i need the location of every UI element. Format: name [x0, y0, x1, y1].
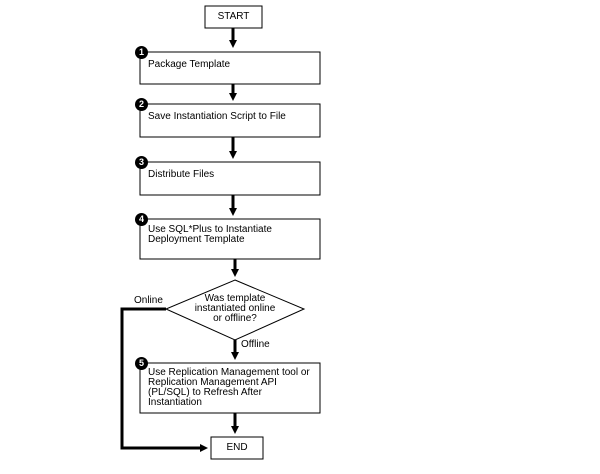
step-1-box — [139, 51, 321, 85]
step-4-label: Use SQL*Plus to Instantiate Deployment T… — [148, 224, 272, 245]
end-node — [210, 436, 264, 460]
step-3-label: Distribute Files — [148, 169, 215, 180]
step-4-number-badge: 4 — [135, 213, 148, 226]
step-1-label: Package Template — [148, 59, 231, 70]
offline-branch-label: Offline — [241, 339, 270, 350]
decision-line-3: or offline? — [213, 313, 257, 324]
step-2-label: Save Instantiation Script to File — [148, 111, 286, 122]
end-label: END — [226, 442, 248, 453]
decision-line-1: Was template — [204, 293, 266, 304]
connector-decision-online — [120, 307, 208, 452]
start-label: START — [217, 11, 250, 22]
decision-line-2: instantiated online — [194, 303, 276, 314]
step-1-number-badge: 1 — [135, 46, 148, 59]
online-branch-label: Online — [134, 295, 163, 306]
step-5-label: Use Replication Management tool or Repli… — [148, 367, 310, 408]
step-3-number-badge: 3 — [135, 156, 148, 169]
step-2-number-badge: 2 — [135, 98, 148, 111]
step-4-box — [139, 218, 321, 260]
step-2-box — [139, 103, 321, 138]
step-5-number-badge: 5 — [135, 357, 148, 370]
step-3-box — [139, 161, 321, 196]
step-5-box — [139, 362, 321, 414]
